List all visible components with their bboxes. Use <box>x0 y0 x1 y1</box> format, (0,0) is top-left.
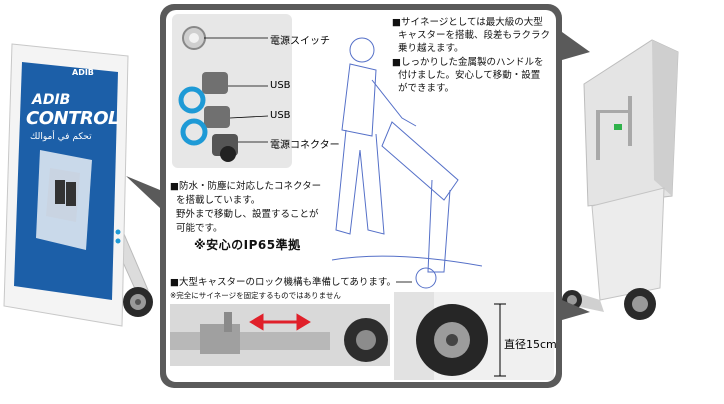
left-kiosk: ADIB ADIB CONTROL تحكم في أموالك <box>0 0 170 400</box>
lock-note: ※完全にサイネージを固定するものではありません <box>170 291 341 300</box>
connector-photo-drawing <box>178 26 238 162</box>
right-kiosk-drawing <box>562 39 679 320</box>
waterproof-text-4: 可能です。 <box>176 223 223 234</box>
poster-title-2: CONTROL <box>26 108 120 129</box>
wheel-diameter-label: 直径15cm <box>504 338 556 351</box>
connector-photo <box>172 14 292 168</box>
usb-connector-icon <box>202 72 228 94</box>
waterproof-text-3: 野外まで移動し、設置することが <box>176 209 319 220</box>
usb-label-1: USB <box>270 80 291 91</box>
power-switch-label: 電源スイッチ <box>270 36 330 47</box>
ip-rating: ※安心のIP65準拠 <box>194 238 301 252</box>
lock-text: ■大型キャスターのロック機構も準備してあります。 <box>170 277 396 288</box>
caster-text-2: キャスターを搭載、段差もラクラク <box>398 30 551 41</box>
waterproof-text-2: を搭載しています。 <box>176 195 261 206</box>
caster-text-1: ■サイネージとしては最大級の大型 <box>392 17 543 28</box>
red-double-arrow-icon <box>249 313 311 331</box>
wheel-photo: 直径15cm <box>394 292 556 380</box>
handle-text-1: ■しっかりした金属製のハンドルを <box>392 57 544 68</box>
handle-text-2: 付けました。安心して移動・設置 <box>398 70 541 81</box>
callout-lines <box>204 37 412 283</box>
left-kiosk-drawing <box>3 43 153 327</box>
handle-text-3: ができます。 <box>398 83 455 94</box>
poster-title-1: ADIB <box>32 92 71 108</box>
waterproof-text-1: ■防水・防塵に対応したコネクター <box>170 181 322 192</box>
power-connector-label: 電源コネクター <box>270 140 340 151</box>
poster-subtitle: تحكم في أموالك <box>30 132 92 142</box>
lock-photo <box>170 304 390 366</box>
caster-text-3: 乗り越えます。 <box>398 43 464 54</box>
poster-brand: ADIB <box>72 68 94 77</box>
feature-panel: 電源スイッチ USB USB 電源コネクター ■サイネージとしては最大級の大型 … <box>166 10 556 382</box>
lock-photo-drawing <box>170 312 388 362</box>
wheel-photo-drawing <box>394 292 506 380</box>
person-with-cart-sketch <box>332 37 482 289</box>
usb-label-2: USB <box>270 110 291 121</box>
right-kiosk <box>560 0 724 400</box>
